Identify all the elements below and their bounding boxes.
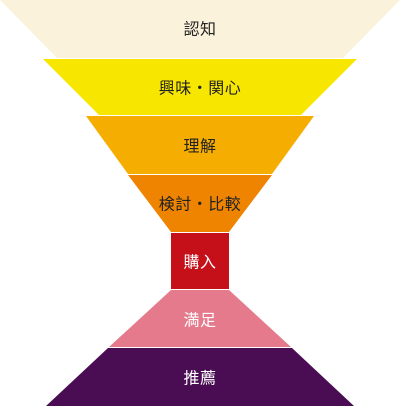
stage-awareness-shape: [0, 0, 400, 58]
stage-purchase-shape: [171, 233, 229, 289]
stage-consideration-label: 検討・比較: [159, 195, 242, 214]
stage-satisfaction: 満足: [109, 290, 291, 347]
stage-awareness-label: 認知: [183, 20, 216, 39]
stage-consideration: 検討・比較: [128, 175, 272, 232]
stage-consideration-shape: [128, 175, 272, 232]
stage-awareness: 認知: [0, 0, 400, 58]
stage-purchase: 購入: [171, 233, 229, 289]
stage-understanding-shape: [86, 116, 314, 174]
stage-interest: 興味・関心: [43, 59, 357, 115]
stage-interest-shape: [43, 59, 357, 115]
stage-recommendation: 推薦: [46, 348, 354, 406]
stage-interest-label: 興味・関心: [159, 79, 242, 98]
stage-understanding-label: 理解: [183, 137, 216, 156]
stage-understanding: 理解: [86, 116, 314, 174]
stage-satisfaction-shape: [109, 290, 291, 347]
stage-recommendation-label: 推薦: [183, 369, 216, 388]
stage-purchase-label: 購入: [183, 253, 216, 272]
stage-recommendation-shape: [46, 348, 354, 406]
stage-satisfaction-label: 満足: [183, 311, 216, 330]
